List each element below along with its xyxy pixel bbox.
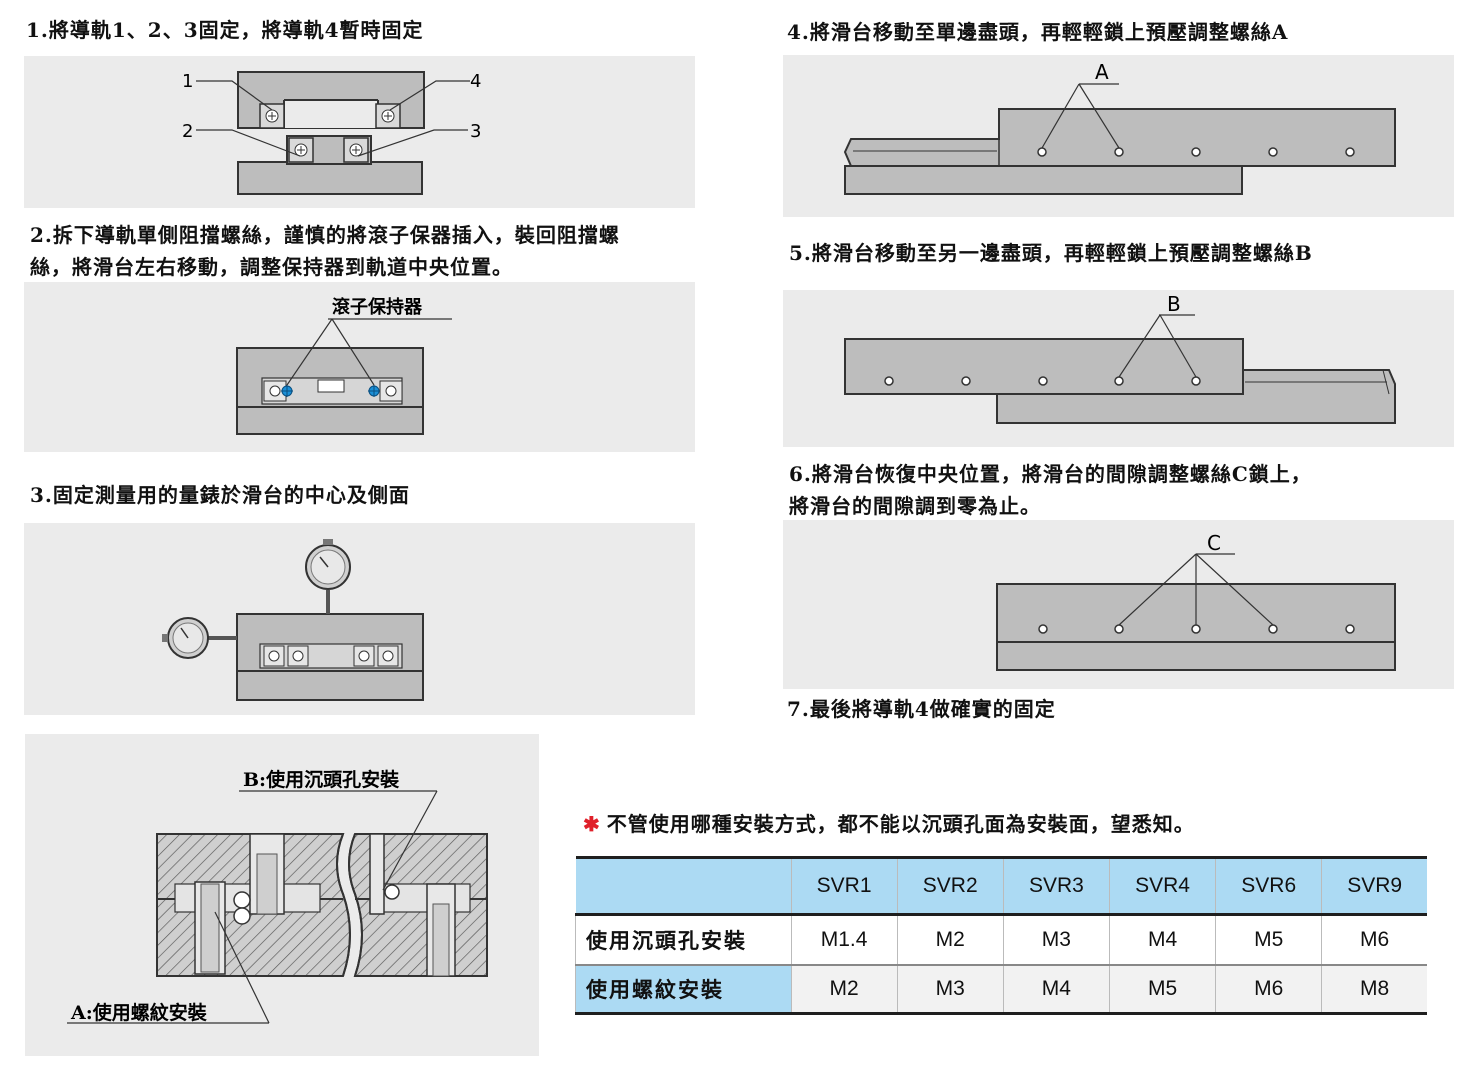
rail-2-label: 2: [182, 121, 193, 142]
table-cell: M8: [1321, 965, 1427, 1015]
table-row: 使用螺紋安裝 M2 M3 M4 M5 M6 M8: [575, 965, 1427, 1015]
table-cell: M2: [896, 914, 1004, 966]
table-header-row: SVR1 SVR2 SVR3 SVR4 SVR6 SVR9: [575, 856, 1427, 916]
rail-4: [375, 103, 401, 129]
table-cell: M1.4: [790, 914, 898, 966]
step-2-text-line1: 2.拆下導軌單側阻擋螺絲，謹慎的將滾子保器插入，裝回阻擋螺: [30, 223, 620, 247]
table-col-header: SVR2: [896, 856, 1004, 916]
slide-end-position-a-diagram: A: [843, 60, 1396, 195]
rail-4-label: 4: [470, 71, 481, 92]
table-cell: M5: [1108, 965, 1216, 1015]
retainer-right: [368, 385, 380, 397]
dial-gauge-setup-diagram: [162, 539, 424, 701]
rail-3: [343, 137, 369, 163]
table-cell: M3: [1002, 914, 1110, 966]
rail-3-label: 3: [470, 121, 481, 142]
step-1-text: 1.將導軌1、2、3固定，將導軌4暫時固定: [26, 18, 424, 42]
table-row: 使用沉頭孔安裝 M1.4 M2 M3 M4 M5 M6: [575, 914, 1427, 966]
rail-1-label: 1: [182, 71, 193, 92]
mount-a-label: A:使用螺紋安裝: [70, 1001, 208, 1024]
dial-gauge-side-icon: [162, 617, 237, 659]
mount-b-label: B:使用沉頭孔安裝: [243, 768, 400, 791]
retainer-insertion-diagram: 滾子保持器: [236, 296, 452, 435]
table-cell: M2: [790, 965, 898, 1015]
table-row-header: 使用沉頭孔安裝: [575, 914, 791, 966]
retainer-left: [281, 385, 293, 397]
table-cell: M6: [1215, 965, 1322, 1015]
step-3-text: 3.固定測量用的量錶於滑台的中心及側面: [30, 483, 410, 507]
table-cell: M5: [1215, 914, 1322, 966]
table-cell: M6: [1321, 914, 1427, 966]
figure-step-1: 1 4 2 3: [24, 56, 695, 208]
screw-c-label: C: [1207, 531, 1221, 555]
table-col-header: SVR4: [1108, 856, 1216, 916]
mounting-warning-note: ✱不管使用哪種安裝方式，都不能以沉頭孔面為安裝面，望悉知。: [583, 808, 1195, 837]
figure-step-6: C: [783, 520, 1454, 689]
table-row-header: 使用螺紋安裝: [575, 965, 791, 1015]
step-6-text-line2: 將滑台的間隙調到零為止。: [789, 494, 1041, 518]
table-corner-cell: [575, 856, 791, 916]
table-cell: M3: [896, 965, 1004, 1015]
warning-note-text: 不管使用哪種安裝方式，都不能以沉頭孔面為安裝面，望悉知。: [606, 812, 1195, 836]
table-cell: M4: [1108, 914, 1216, 966]
rail-2: [288, 137, 314, 163]
table-col-header: SVR9: [1321, 856, 1427, 916]
table-col-header: SVR6: [1215, 856, 1322, 916]
warning-star-icon: ✱: [583, 812, 601, 836]
figure-step-2: 滾子保持器: [24, 282, 695, 452]
figure-step-5: B: [783, 290, 1454, 447]
screw-size-table: SVR1 SVR2 SVR3 SVR4 SVR6 SVR9 使用沉頭孔安裝 M1…: [575, 856, 1427, 1015]
table-col-header: SVR1: [790, 856, 898, 916]
step-7-text: 7.最後將導軌4做確實的固定: [787, 697, 1056, 721]
figure-mounting-methods: B:使用沉頭孔安裝 A:使用螺紋安裝: [25, 734, 539, 1056]
figure-step-4: A: [783, 55, 1454, 217]
figure-step-3: [24, 523, 695, 715]
step-6-text-line1: 6.將滑台恢復中央位置，將滑台的間隙調整螺絲C鎖上，: [789, 462, 1312, 486]
dial-gauge-top-icon: [305, 539, 351, 614]
slide-cross-section-diagram: 1 4 2 3: [182, 71, 481, 195]
step-4-text: 4.將滑台移動至單邊盡頭，再輕輕鎖上預壓調整螺絲A: [787, 20, 1289, 44]
table-cell: M4: [1002, 965, 1110, 1015]
screw-b-label: B: [1167, 292, 1181, 316]
rail-1: [259, 103, 285, 129]
step-5-text: 5.將滑台移動至另一邊盡頭，再輕輕鎖上預壓調整螺絲B: [789, 241, 1313, 265]
slide-center-position-c-diagram: C: [996, 531, 1396, 671]
step-2-text-line2: 絲，將滑台左右移動，調整保持器到軌道中央位置。: [30, 255, 513, 279]
table-col-header: SVR3: [1002, 856, 1110, 916]
roller-retainer-label: 滾子保持器: [332, 296, 423, 318]
slide-end-position-b-diagram: B: [844, 292, 1396, 424]
mounting-cross-section-diagram: B:使用沉頭孔安裝 A:使用螺紋安裝: [67, 768, 488, 1024]
screw-a-label: A: [1095, 60, 1109, 84]
